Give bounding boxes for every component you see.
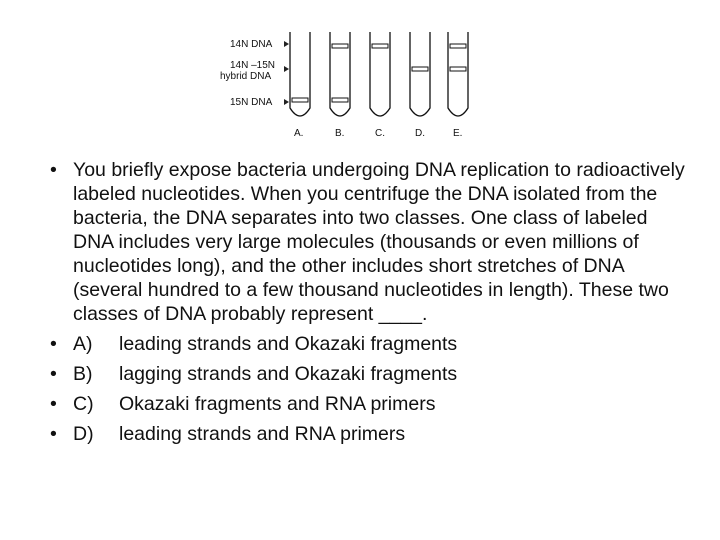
tube-a: A.: [289, 32, 311, 139]
option-text: leading strands and RNA primers: [119, 423, 406, 445]
band-14n: [449, 43, 467, 49]
tube-label-a: A.: [294, 128, 303, 139]
answer-option-c: • C) Okazaki fragments and RNA primers: [50, 392, 690, 416]
bullet-icon: •: [50, 159, 57, 181]
bullet-icon: •: [50, 333, 57, 355]
option-text: Okazaki fragments and RNA primers: [119, 393, 436, 415]
arrow-14n-icon: [284, 41, 289, 47]
tube-label-e: E.: [453, 128, 462, 139]
option-letter: D): [73, 423, 94, 445]
tube-label-c: C.: [375, 128, 385, 139]
band-14n: [331, 43, 349, 49]
bullet-icon: •: [50, 423, 57, 445]
label-hybrid-bottom: hybrid DNA: [220, 71, 271, 82]
bullet-icon: •: [50, 363, 57, 385]
tube-e: E.: [447, 32, 469, 139]
arrow-15n-icon: [284, 99, 289, 105]
option-letter: C): [73, 393, 94, 415]
band-hybrid: [449, 66, 467, 72]
option-letter: A): [73, 333, 93, 355]
answer-option-a: • A) leading strands and Okazaki fragment…: [50, 332, 690, 356]
question-text: You briefly expose bacteria undergoing D…: [73, 159, 685, 325]
band-15n: [291, 97, 309, 103]
answer-option-b: • B) lagging strands and Okazaki fragment…: [50, 362, 690, 386]
option-text: lagging strands and Okazaki fragments: [119, 363, 458, 385]
label-14n-dna: 14N DNA: [230, 39, 273, 50]
tube-label-b: B.: [335, 128, 344, 139]
answer-option-d: • D) leading strands and RNA primers: [50, 422, 690, 446]
label-15n-dna: 15N DNA: [230, 97, 273, 108]
bullet-icon: •: [50, 393, 57, 415]
centrifuge-tubes-figure: 14N DNA 14N –15N hybrid DNA 15N DNA A. B…: [218, 24, 498, 140]
tube-d: D.: [409, 32, 431, 139]
tube-label-d: D.: [415, 128, 425, 139]
question-stem: • You briefly expose bacteria undergoing…: [50, 158, 690, 326]
band-hybrid: [411, 66, 429, 72]
band-15n: [331, 97, 349, 103]
label-hybrid-top: 14N –15N: [230, 60, 275, 71]
tube-c: C.: [369, 32, 391, 139]
arrow-hybrid-icon: [284, 66, 289, 72]
question-list: • You briefly expose bacteria undergoing…: [50, 158, 690, 446]
option-letter: B): [73, 363, 93, 385]
band-14n: [371, 43, 389, 49]
tube-b: B.: [329, 32, 351, 139]
option-text: leading strands and Okazaki fragments: [119, 333, 458, 355]
